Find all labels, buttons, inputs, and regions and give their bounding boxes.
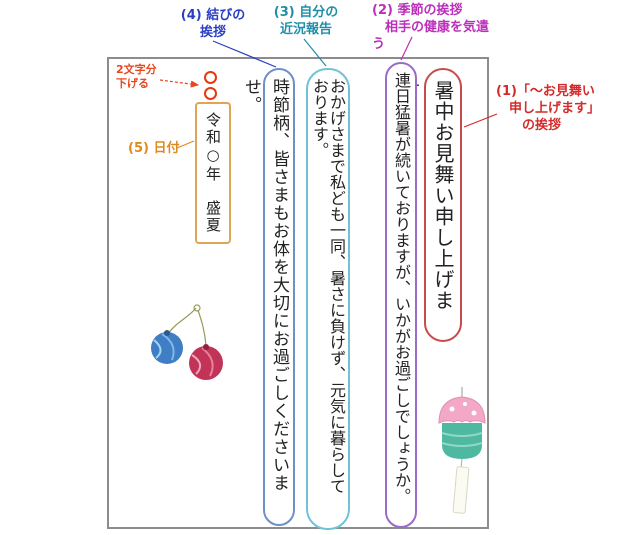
ornament-strings <box>167 304 207 347</box>
wind-chime-illustration <box>432 387 490 529</box>
blue-ball-icon <box>151 330 183 364</box>
status-report-column: おかげさまで私ども一同、暑さに負けず、元気に暮らして おります。 <box>306 68 350 530</box>
status-report-line2: おります。 <box>310 78 329 158</box>
seasonal-greeting-column: 連日猛暑が続いておりますが、いかがお過ごしでしょうか。 <box>385 62 417 528</box>
annotation-date: (5) 日付 <box>128 141 180 156</box>
chime-bell-icon <box>441 423 483 459</box>
closing-greeting-column: 時節柄、皆さまもお体を大切にお過ごしくださいませ。 <box>241 68 295 526</box>
annotation-status-report: (3) 自分の 近況報告 <box>273 5 339 37</box>
red-ball-icon <box>189 344 223 380</box>
annotation-closing-greeting: (4) 結びの 挨拶 <box>180 8 246 40</box>
name-placeholder-circle <box>204 87 217 100</box>
name-placeholder-circle <box>204 71 217 84</box>
annotation-greeting-phrase: (1)「〜お見舞い 申し上げます」 の挨拶 <box>496 84 601 133</box>
status-report-line1: おかげさまで私ども一同、暑さに負けず、元気に暮らして <box>327 78 346 494</box>
annotation-indent-note: 2文字分 下げる <box>116 63 157 91</box>
annotation-seasonal-greeting: (2) 季節の挨拶 相手の健康を気遣う <box>372 3 490 52</box>
chime-dome-icon <box>438 396 486 424</box>
ornament-balls-illustration <box>138 300 238 404</box>
greeting-text-column: 暑中お見舞い申し上げます <box>397 68 462 342</box>
chime-paper-strip <box>452 466 470 514</box>
date-column: 令和○年 盛夏 <box>195 102 231 244</box>
